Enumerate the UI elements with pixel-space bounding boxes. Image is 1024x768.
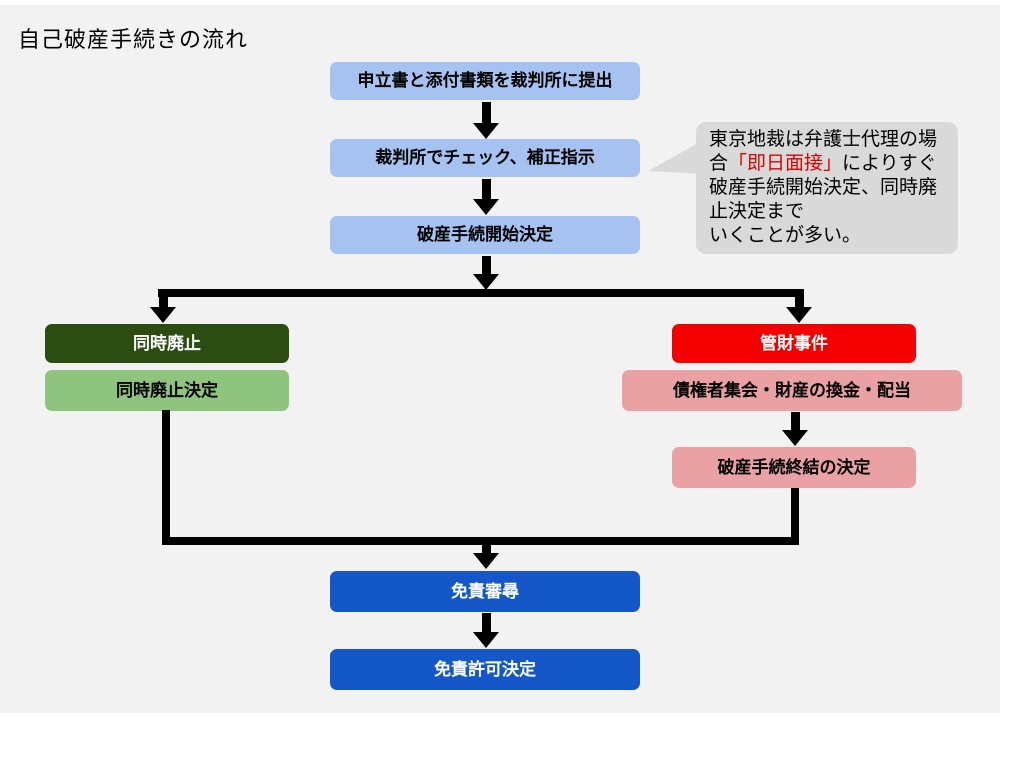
step-simultaneous-abolition-decision-label: 同時廃止決定 [116,380,218,400]
arrow-down-icon [473,179,499,215]
step-discharge-hearing-label: 免責審尋 [451,581,519,601]
arrow-down-icon [150,297,176,323]
split-connector-line [158,289,804,297]
arrow-down-icon [782,412,808,446]
step-discharge-grant-decision-label: 免責許可決定 [434,659,536,679]
branch-trustee-case-label: 管財事件 [760,333,828,353]
step-proceedings-start-label: 破産手続開始決定 [417,225,553,245]
step-creditors-meeting: 債権者集会・財産の換金・配当 [622,370,962,411]
callout-note: 東京地裁は弁護士代理の場合「即日面接」によりすぐ破産手続開始決定、同時廃止決定ま… [696,122,958,254]
arrow-down-icon [473,256,499,290]
callout-text-before: 東京地裁は弁護士代理の場合 [709,129,938,174]
callout-text-line2: いくことが多い。 [709,225,862,246]
arrow-down-icon [786,297,812,323]
step-creditors-meeting-label: 債権者集会・財産の換金・配当 [673,380,911,400]
branch-trustee-case-header: 管財事件 [672,324,916,363]
callout-text-highlight: 「即日面接」 [728,153,843,174]
page-title: 自己破産手続きの流れ [18,27,249,52]
step-simultaneous-abolition-decision: 同時廃止決定 [45,370,289,411]
branch-simultaneous-abolition-header: 同時廃止 [45,324,289,363]
step-submit-label: 申立書と添付書類を裁判所に提出 [357,71,613,91]
step-proceedings-start: 破産手続開始決定 [330,216,640,254]
step-court-check: 裁判所でチェック、補正指示 [330,139,640,177]
merge-connector-left-line [162,410,170,545]
callout-text-after: によりすぐ破産手続開始決定、同時廃止決定まで [709,153,938,222]
arrow-down-icon [473,613,499,648]
merge-connector-right-line [791,488,799,545]
step-proceedings-end-decision-label: 破産手続終結の決定 [717,457,871,477]
step-proceedings-end-decision: 破産手続終結の決定 [672,447,916,488]
arrow-down-icon [473,102,499,139]
merge-connector-line [162,537,799,545]
step-court-check-label: 裁判所でチェック、補正指示 [375,148,595,168]
step-discharge-grant-decision: 免責許可決定 [330,649,640,690]
branch-simultaneous-abolition-label: 同時廃止 [133,333,201,353]
step-discharge-hearing: 免責審尋 [330,571,640,612]
arrow-down-icon [473,545,499,569]
step-submit-documents: 申立書と添付書類を裁判所に提出 [330,62,640,100]
